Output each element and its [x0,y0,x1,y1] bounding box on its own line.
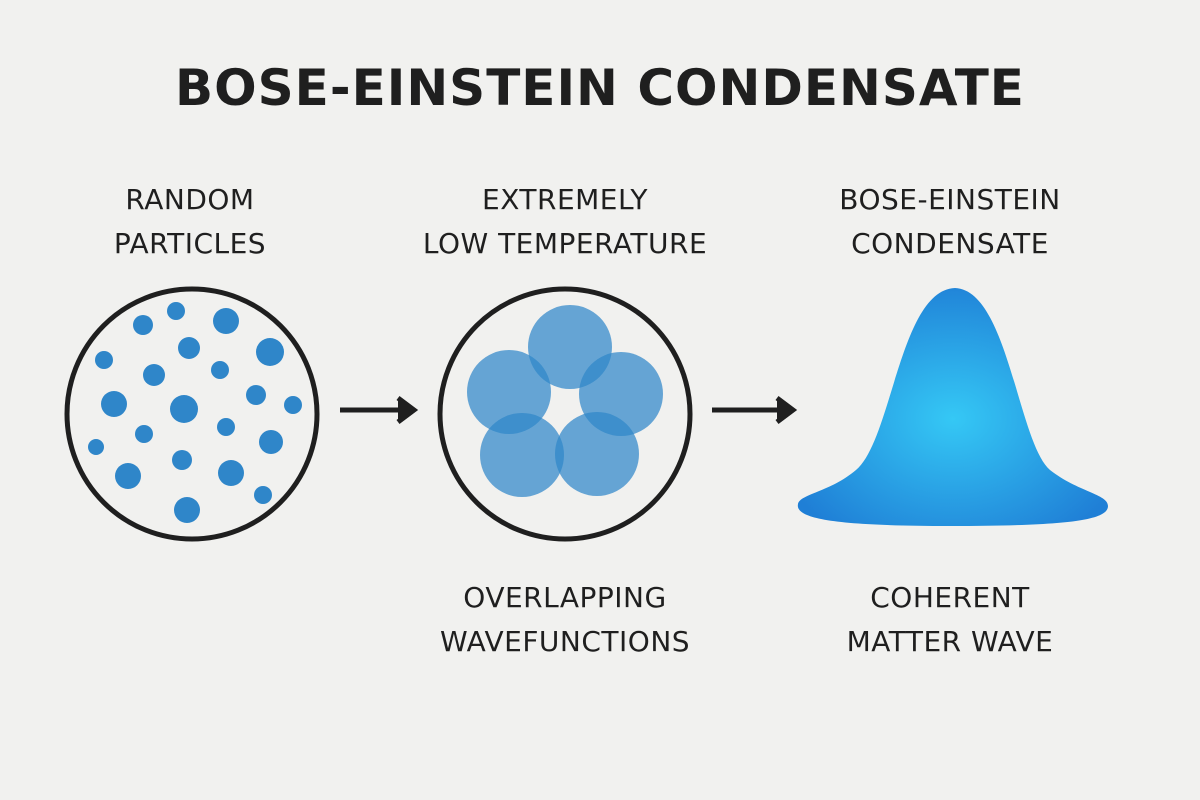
particle-dot [284,396,302,414]
arrow-2 [712,396,798,424]
caption-line1: OVERLAPPING [463,581,667,614]
particle-dot [213,308,239,334]
particle-dot [167,302,185,320]
random-particles-panel [64,286,320,542]
particle-dots [88,302,302,523]
random-particles-outline [64,286,320,542]
stage-label-line1: RANDOM [125,183,255,216]
stage-label-low-temperature: EXTREMELY LOW TEMPERATURE [390,178,740,266]
particle-dot [101,391,127,417]
particle-dot [143,364,165,386]
particle-dot [88,439,104,455]
particle-dot [95,351,113,369]
caption-overlapping-wavefunctions: OVERLAPPING WAVEFUNCTIONS [400,576,730,664]
diagram-title: BOSE-EINSTEIN CONDENSATE [175,59,1025,117]
stage-label-random-particles: RANDOM PARTICLES [70,178,310,266]
particle-dot [115,463,141,489]
stage-label-line1: EXTREMELY [482,183,648,216]
stage-label-line2: LOW TEMPERATURE [422,227,708,260]
particle-dot [211,361,229,379]
particle-dot [256,338,284,366]
particle-dot [174,497,200,523]
particle-dot [259,430,283,454]
particle-dot [218,460,244,486]
wavefunction-blob [467,350,551,434]
wavefunction-blobs [467,305,663,497]
particle-dot [217,418,235,436]
stage-label-line1: BOSE-EINSTEIN [839,183,1061,216]
arrow-1 [340,396,419,424]
caption-coherent-matter-wave: COHERENT MATTER WAVE [800,576,1100,664]
caption-line2: MATTER WAVE [846,625,1054,658]
stage-label-line2: PARTICLES [113,227,267,260]
wavefunctions-outline [437,286,693,542]
particle-dot [170,395,198,423]
particle-dot [172,450,192,470]
particle-dot [254,486,272,504]
particle-dot [135,425,153,443]
wavefunction-blob [480,413,564,497]
particle-dot [133,315,153,335]
stage-label-condensate: BOSE-EINSTEIN CONDENSATE [800,178,1100,266]
arrow-head [396,396,419,424]
caption-line2: WAVEFUNCTIONS [439,625,691,658]
wavefunction-blob [555,412,639,496]
stage-label-line2: CONDENSATE [851,227,1049,260]
arrow-head [775,396,798,424]
particle-dot [246,385,266,405]
wavefunctions-panel [437,286,693,542]
condensate-panel [797,288,1108,526]
caption-line1: COHERENT [870,581,1030,614]
condensate-peak [797,288,1108,526]
particle-dot [178,337,200,359]
